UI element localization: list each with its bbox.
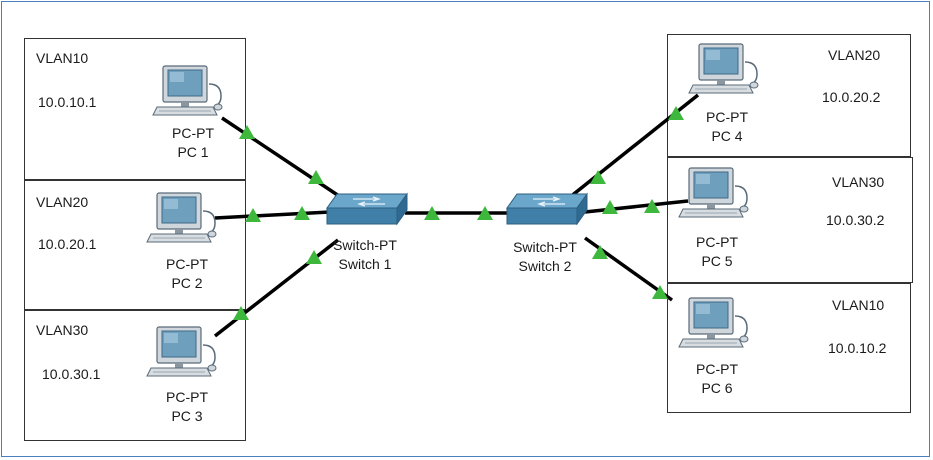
- pc2-type: PC-PT: [166, 256, 208, 272]
- pc-icon: [678, 297, 749, 348]
- vlan-label-pc4: VLAN20: [828, 47, 881, 63]
- pc1-label: PC-PT PC 1: [158, 124, 228, 162]
- link-up-triangle-icon: [306, 250, 322, 264]
- pc-icon: [688, 43, 759, 94]
- vlan-label-pc3: VLAN30: [36, 322, 89, 338]
- switch1-label: Switch-PT Switch 1: [325, 236, 405, 274]
- vlan-label-pc5: VLAN30: [832, 174, 885, 190]
- pc3-label: PC-PT PC 3: [152, 388, 222, 426]
- pc5-label: PC-PT PC 5: [682, 233, 752, 271]
- link-pc2-switch1: [214, 210, 331, 220]
- vlan-label-pc2: VLAN20: [36, 194, 89, 210]
- link-pc3-switch1: [213, 238, 340, 338]
- pc6-label: PC-PT PC 6: [682, 360, 752, 398]
- pc6-type: PC-PT: [696, 361, 738, 377]
- ip-label-pc6: 10.0.10.2: [828, 340, 887, 356]
- switch-icon: [326, 193, 408, 225]
- ip-label-pc2: 10.0.20.1: [38, 236, 97, 252]
- link-pc1-switch1: [221, 116, 346, 202]
- switch2-type: Switch-PT: [513, 239, 577, 255]
- vlan-label-pc6: VLAN10: [832, 297, 885, 313]
- pc6-name: PC 6: [701, 380, 733, 396]
- pc5-name: PC 5: [701, 253, 733, 269]
- vlan-box-pc2: [24, 180, 246, 310]
- pc5-type: PC-PT: [696, 234, 738, 250]
- switch-icon: [506, 193, 588, 225]
- pc-icon: [678, 167, 749, 218]
- pc-icon: [146, 326, 217, 377]
- pc4-name: PC 4: [711, 128, 743, 144]
- switch2-label: Switch-PT Switch 2: [505, 238, 585, 276]
- switch2-name: Switch 2: [518, 258, 572, 274]
- network-links: [213, 93, 700, 338]
- link-pc5-switch2: [584, 199, 689, 214]
- pc3-name: PC 3: [171, 408, 203, 424]
- pc4-label: PC-PT PC 4: [692, 108, 762, 146]
- pc2-name: PC 2: [171, 275, 203, 291]
- pc3-type: PC-PT: [166, 389, 208, 405]
- switch1-type: Switch-PT: [333, 237, 397, 253]
- pc2-label: PC-PT PC 2: [152, 255, 222, 293]
- ip-label-pc3: 10.0.30.1: [42, 366, 101, 382]
- pc1-type: PC-PT: [172, 125, 214, 141]
- ip-label-pc1: 10.0.10.1: [38, 94, 97, 110]
- ip-label-pc4: 10.0.20.2: [822, 89, 881, 105]
- pc-icon: [152, 65, 223, 116]
- pc4-type: PC-PT: [706, 109, 748, 125]
- pc-icon: [146, 192, 217, 243]
- switch1-name: Switch 1: [338, 256, 392, 272]
- pc1-name: PC 1: [177, 144, 209, 160]
- ip-label-pc5: 10.0.30.2: [826, 212, 885, 228]
- vlan-label-pc1: VLAN10: [36, 50, 89, 66]
